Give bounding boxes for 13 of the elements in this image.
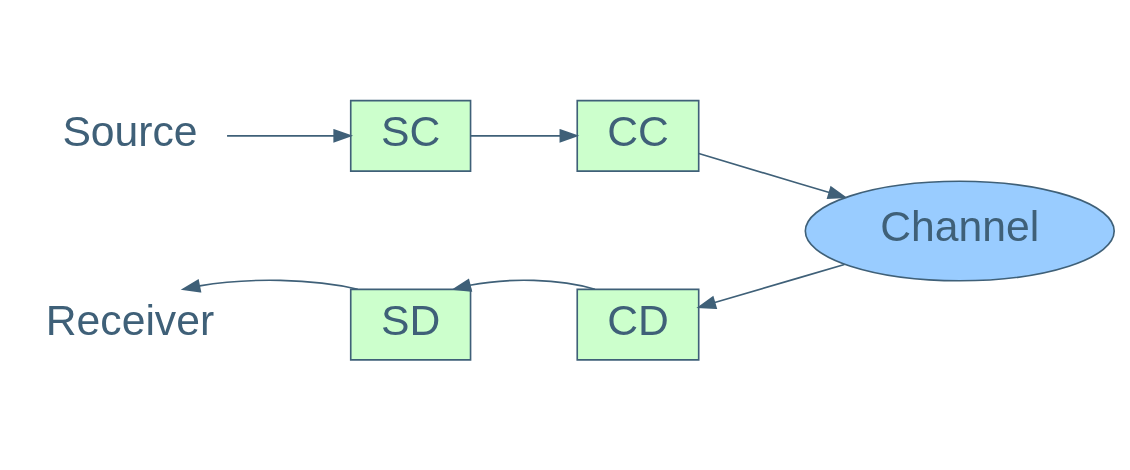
arrow xyxy=(226,128,354,143)
arrow xyxy=(697,152,848,199)
node-box: CC xyxy=(576,99,700,172)
node-text: Receiver xyxy=(45,295,215,344)
node-box: SC xyxy=(349,99,472,172)
arrow xyxy=(696,263,846,309)
node-ellipse: Channel xyxy=(804,180,1115,282)
node-box: CD xyxy=(576,288,700,361)
arrow xyxy=(451,278,596,292)
node-text: Source xyxy=(62,107,198,156)
arrow xyxy=(180,279,359,293)
arrow xyxy=(469,128,580,143)
node-box: SD xyxy=(349,288,472,361)
